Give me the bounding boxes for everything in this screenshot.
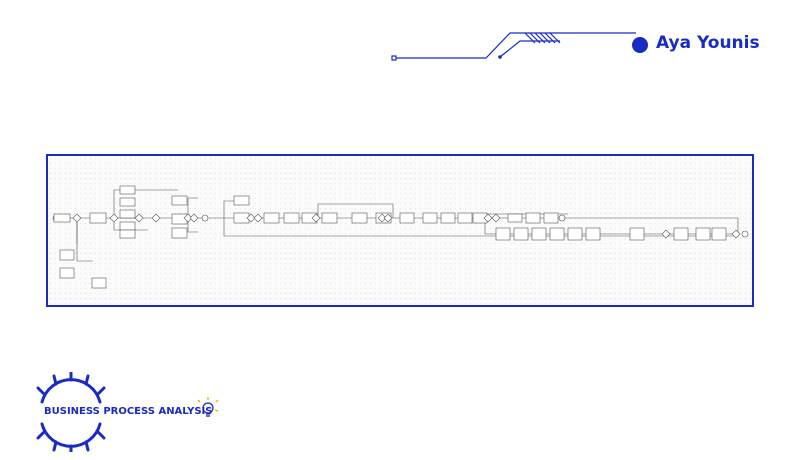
task-box	[119, 229, 136, 239]
task-box	[629, 227, 645, 241]
task-box	[567, 227, 583, 241]
event	[558, 214, 566, 222]
lightbulb-icon	[197, 397, 219, 417]
task-box	[525, 212, 541, 224]
author-dot	[632, 37, 648, 53]
task-box	[91, 277, 107, 289]
task-box	[457, 212, 473, 224]
gateway	[109, 213, 119, 223]
gear-icon	[36, 372, 219, 452]
task-box	[119, 185, 136, 195]
task-box	[59, 249, 75, 261]
gateway	[377, 213, 387, 223]
task-box	[543, 212, 559, 224]
task-box	[119, 221, 136, 231]
task-box	[89, 212, 107, 224]
author-name: Aya Younis	[656, 33, 760, 53]
process-diagram-frame	[46, 154, 754, 307]
task-box	[673, 227, 689, 241]
task-box	[549, 227, 565, 241]
task-box	[440, 212, 456, 224]
task-box	[171, 227, 188, 239]
flow-line	[76, 218, 93, 262]
gateway	[483, 213, 493, 223]
gateway	[253, 213, 263, 223]
task-box	[531, 227, 547, 241]
task-box	[695, 227, 711, 241]
task-box	[283, 212, 300, 224]
event	[201, 214, 209, 222]
task-box	[351, 212, 368, 224]
task-box	[399, 212, 415, 224]
gateway	[246, 213, 256, 223]
gateway	[72, 213, 82, 223]
task-box	[53, 213, 71, 223]
gateway	[189, 213, 199, 223]
task-box	[513, 227, 529, 241]
task-box	[585, 227, 601, 241]
task-box	[711, 227, 727, 241]
task-box	[233, 195, 250, 206]
gateway	[311, 213, 321, 223]
task-box	[59, 267, 75, 279]
flow-line	[317, 203, 394, 218]
gateway	[491, 213, 501, 223]
task-box	[171, 195, 188, 206]
flow-line	[113, 189, 178, 218]
circuit-decoration	[391, 32, 636, 61]
logo-text: BUSINESS PROCESS ANALYSIS	[44, 406, 212, 417]
logo-word-business: BUSINESS	[44, 406, 100, 417]
task-box	[321, 212, 338, 224]
flow-line	[187, 218, 198, 233]
task-box	[119, 197, 136, 207]
flow-line	[484, 218, 739, 235]
gateway	[731, 229, 741, 239]
circuit-start-node	[391, 55, 397, 61]
task-box	[495, 227, 511, 241]
task-box	[422, 212, 438, 224]
bpmn-process-diagram	[52, 185, 749, 289]
gateway	[134, 213, 144, 223]
flow-line	[187, 197, 198, 218]
gateway	[151, 213, 161, 223]
gateway	[661, 229, 671, 239]
task-box	[263, 212, 280, 224]
flow-line	[223, 218, 738, 237]
gateway	[383, 213, 393, 223]
task-box	[507, 213, 523, 223]
task-box	[119, 209, 136, 219]
logo-word-process-analysis: PROCESS ANALYSIS	[103, 406, 213, 417]
gateway	[183, 213, 193, 223]
event	[741, 230, 749, 238]
